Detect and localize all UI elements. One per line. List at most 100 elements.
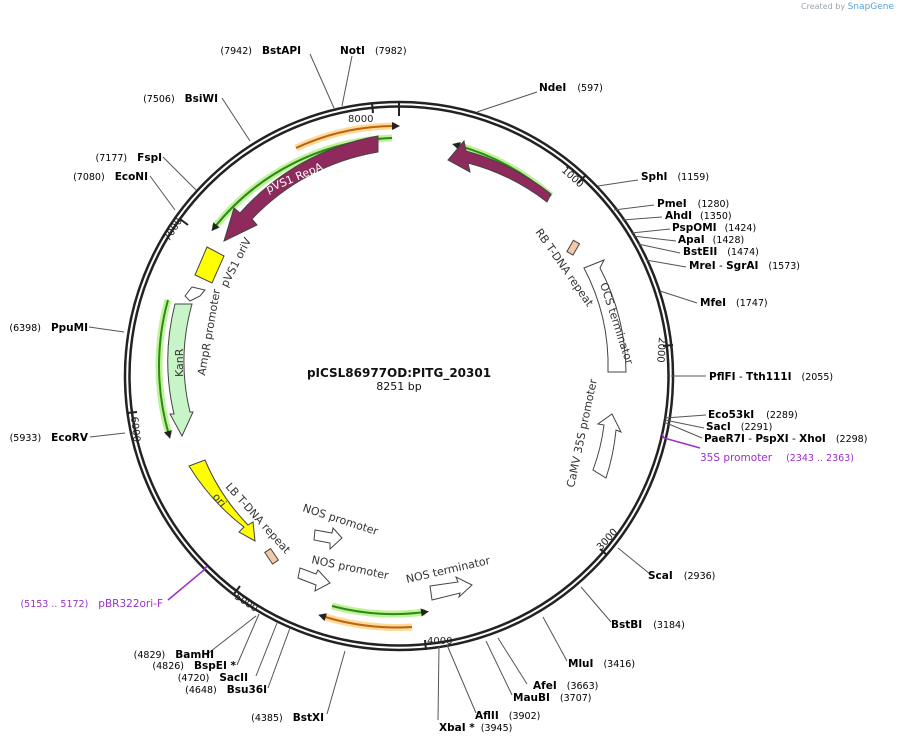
enzyme-bsiwi[interactable]: (7506)BsiWI [143,93,218,105]
leader-ppumi [88,326,125,333]
tick-label-6000: 6000 [128,416,142,442]
feature-lb-tdna-repeat [264,547,280,565]
leader-pspomi [630,228,671,234]
enzyme-pmei[interactable]: PmeI(1280) [657,198,729,210]
leader-bstxi [326,650,346,715]
tick-label-2000: 2000 [654,337,667,363]
leader-bsiwi [221,97,251,142]
enzyme-sacii[interactable]: (4720)SacII [178,672,248,684]
feature-pvs1-repa [223,135,379,242]
enzyme-mfei[interactable]: MfeI(1747) [700,297,768,309]
enzyme-sphi[interactable]: SphI(1159) [641,171,709,183]
primer-35s-promoter[interactable]: 35S promoter(2343 .. 2363) [700,452,854,464]
feature-kanr [167,303,194,438]
plasmid-length: 8251 bp [376,380,421,393]
tick-7000 [179,218,189,226]
feature-ori [188,459,256,542]
leader-scai [617,547,651,575]
orange-arrow-bottom [318,613,413,629]
enzyme-apai[interactable]: ApaI(1428) [678,234,744,246]
enzyme-saci[interactable]: SacI(2291) [706,421,772,433]
primer-pbr322ori-marker [167,565,208,601]
label-ampr-promoter: AmpR promoter [195,288,223,377]
tick-6000 [126,411,138,414]
plasmid-name: pICSL86977OD:PITG_20301 [307,366,491,381]
leader-econi [149,175,176,211]
leader-mlui [542,616,568,662]
feature-nos-terminator [429,575,473,601]
label-pvs1-oriv: pVS1 oriV [218,235,254,289]
enzyme-bstapi[interactable]: (7942)BstAPI [220,45,301,57]
enzyme-eco53ki[interactable]: Eco53kI(2289) [708,409,798,421]
leader-ecorv [89,432,126,438]
leader-afei [497,637,528,685]
orange-arrow-top [295,121,400,149]
enzyme-bsu36i[interactable]: (4648)Bsu36I [185,684,267,696]
tick-marks [126,102,674,651]
leader-bstbi [580,586,612,623]
enzyme-ecorv[interactable]: (5933)EcoRV [10,432,89,444]
enzyme-econi[interactable]: (7080)EcoNI [73,171,148,183]
leader-maubi [485,640,513,696]
leader-xbai [437,645,440,721]
feature-ampr-promoter [184,286,206,302]
enzyme-pspomi[interactable]: PspOMI(1424) [672,222,756,234]
enzyme-bamhi[interactable]: (4829)BamHI [134,649,214,661]
tick-label-3000: 3000 [595,527,620,553]
enzyme-bstxi[interactable]: (4385)BstXI [251,712,324,724]
leader-paer7i [663,421,703,439]
label-kanr: KanR [173,348,186,377]
enzyme-labels-left: (4385)BstXI (4648)Bsu36I (4720)SacII (48… [9,45,324,724]
enzyme-aflii[interactable]: AflII(3902) [475,710,540,722]
primer-35s-marker [661,433,701,449]
label-nos-terminator: NOS terminator [405,554,492,586]
feature-camv-35s-promoter [592,413,623,479]
enzyme-maubi[interactable]: MauBI(3707) [513,692,592,704]
tick-label-4000: 4000 [427,636,452,647]
tick-label-8000: 8000 [348,114,373,125]
label-camv-35s-promoter: CaMV 35S promoter [564,377,600,488]
leader-mrei [645,259,687,268]
enzyme-bstbi[interactable]: BstBI(3184) [611,619,685,631]
feature-nos-promoter-2 [297,567,331,592]
leader-bstapi [309,53,335,109]
enzyme-mlui[interactable]: MluI(3416) [568,658,635,670]
leader-bspei [236,613,260,666]
enzyme-mrei[interactable]: MreI - SgrAI(1573) [689,260,800,272]
leader-pmei [613,204,655,211]
leader-ndei [476,91,538,113]
enzyme-afei[interactable]: AfeI(3663) [533,680,598,692]
leader-bsu36i [267,627,291,689]
enzyme-xbai[interactable]: XbaI *(3945) [439,722,512,734]
leader-noti [341,55,353,107]
leader-mfei [659,290,698,304]
enzyme-ppumi[interactable]: (6398)PpuMI [9,322,88,334]
leader-lines [88,53,707,721]
leader-fspi [162,156,197,191]
enzyme-bspei[interactable]: (4826)BspEI * [152,660,236,672]
green-arrow-kanr [158,299,172,439]
leader-apai [632,235,677,242]
feature-pvs1-staa [447,139,552,203]
credit-prefix: Created by [801,2,846,11]
credit-brand: SnapGene [847,2,894,12]
leader-bsteii [637,243,681,254]
enzyme-ndei[interactable]: NdeI(597) [539,82,603,94]
enzyme-bsteii[interactable]: BstEII(1474) [683,246,759,258]
tick-label-5000: 5000 [232,591,259,614]
feature-rb-tdna-repeat [566,239,581,256]
tick-3000 [599,548,608,556]
enzyme-noti[interactable]: NotI(7982) [340,45,407,57]
enzyme-scai[interactable]: ScaI(2936) [648,570,715,582]
label-nos-promoter-1: NOS promoter [301,501,380,538]
enzyme-paer7i[interactable]: PaeR7I - PspXI - XhoI(2298) [704,433,867,445]
primer-pbr322ori-f[interactable]: (5153 .. 5172)pBR322ori-F [20,598,163,610]
leader-saci [664,419,705,429]
feature-nos-promoter-1 [313,526,343,551]
enzyme-ahdi[interactable]: AhdI(1350) [665,210,732,222]
enzyme-fspi[interactable]: (7177)FspI [96,152,162,164]
feature-ocs-terminator [583,259,627,373]
leader-bamhi [205,615,257,656]
snapgene-credit: Created by SnapGene [801,2,894,12]
enzyme-pflfi[interactable]: PflFI - Tth111I(2055) [709,371,833,383]
